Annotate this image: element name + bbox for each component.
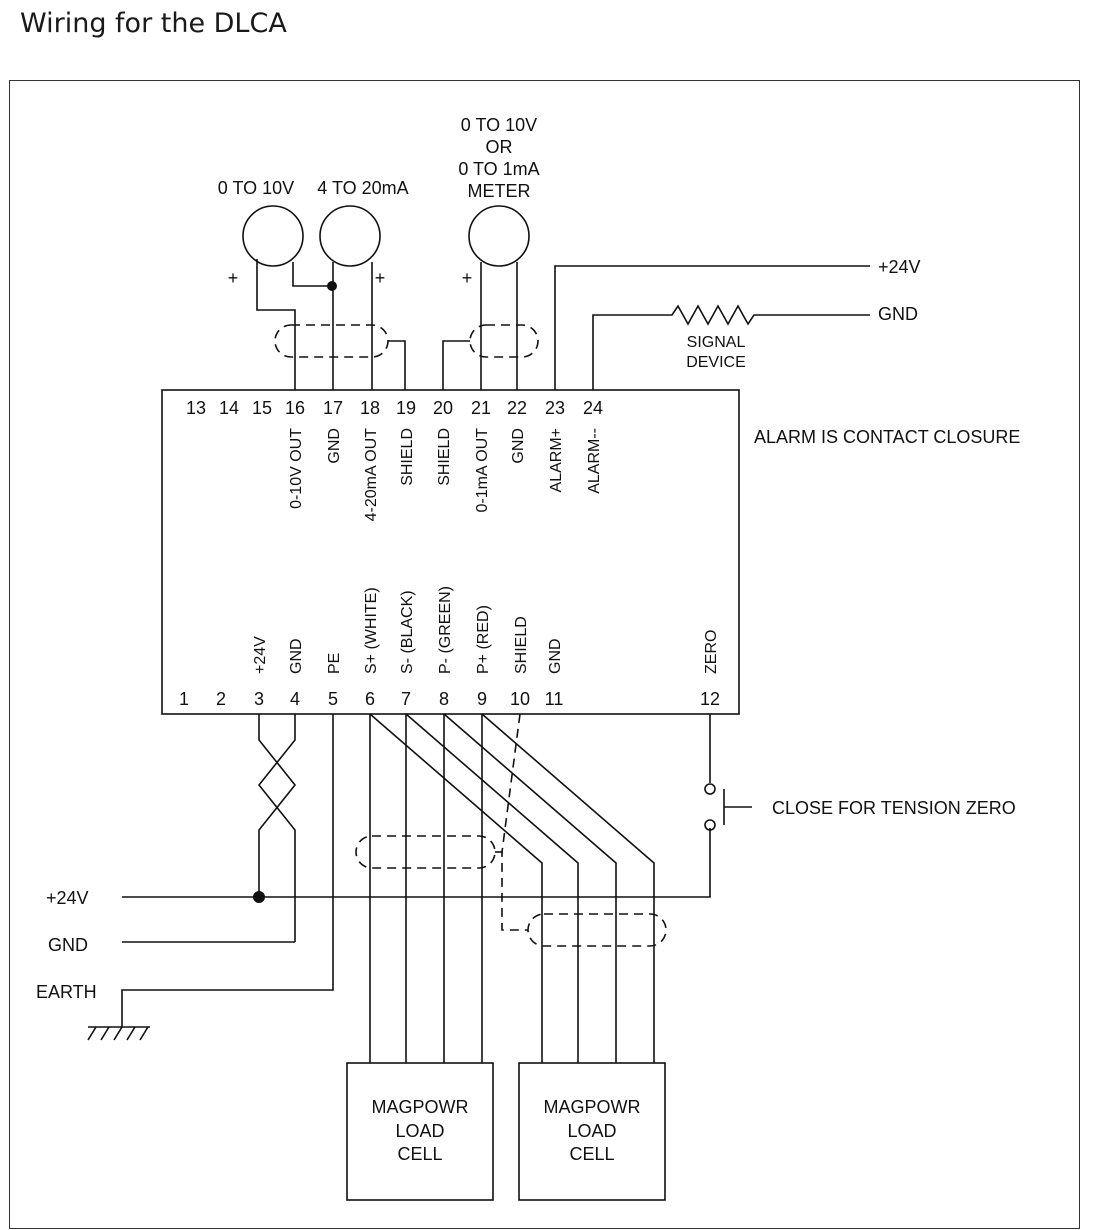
bottom-terminal-3-number: 3 bbox=[254, 689, 264, 709]
load-cell-2: MAGPOWR LOAD CELL bbox=[518, 1062, 666, 1201]
top-terminal-19-label: SHIELD bbox=[399, 428, 416, 486]
meter-4-20ma-plus: + bbox=[375, 268, 386, 288]
meter-output: 0 TO 10V OR 0 TO 1mA METER + bbox=[458, 115, 539, 288]
supply-24v-label: +24V bbox=[46, 888, 89, 908]
meter-output-plus: + bbox=[462, 268, 473, 288]
bottom-terminal-5-label: PE bbox=[326, 653, 343, 674]
top-terminal-22-label: GND bbox=[510, 428, 527, 464]
supply-earth-label: EARTH bbox=[36, 982, 97, 1002]
top-terminal-24-label: ALARM-- bbox=[586, 428, 603, 494]
bottom-terminal-9-number: 9 bbox=[477, 689, 487, 709]
diagram-frame bbox=[9, 80, 1080, 1229]
bottom-terminal-2-number: 2 bbox=[216, 689, 226, 709]
meter-0-10v-label: 0 TO 10V bbox=[218, 178, 294, 198]
top-terminal-22-number: 22 bbox=[507, 398, 527, 418]
bottom-terminal-12-number: 12 bbox=[700, 689, 720, 709]
top-terminal-20-label: SHIELD bbox=[436, 428, 453, 486]
top-terminal-18-label: 4-20mA OUT bbox=[363, 428, 380, 522]
load-cell-2-line-3: CELL bbox=[569, 1144, 614, 1164]
bottom-terminal-11-number: 11 bbox=[545, 689, 564, 709]
alarm-gnd-label: GND bbox=[878, 304, 918, 324]
top-terminal-23-label: ALARM+ bbox=[548, 428, 565, 492]
bottom-terminal-1-number: 1 bbox=[179, 689, 189, 709]
bottom-terminal-3-label: +24V bbox=[252, 636, 269, 674]
zero-switch-label: CLOSE FOR TENSION ZERO bbox=[772, 798, 1016, 818]
bottom-terminal-4-label: GND bbox=[288, 638, 305, 674]
bottom-terminal-6-number: 6 bbox=[365, 689, 375, 709]
top-terminal-19-number: 19 bbox=[396, 398, 416, 418]
meter-wiring bbox=[256, 259, 539, 390]
zero-switch[interactable]: CLOSE FOR TENSION ZERO bbox=[704, 714, 1016, 831]
top-terminal-20-number: 20 bbox=[433, 398, 453, 418]
load-cell-2-line-1: MAGPOWR bbox=[544, 1097, 641, 1117]
bottom-terminal-4-number: 4 bbox=[290, 689, 300, 709]
meter-4-20ma: 4 TO 20mA + bbox=[317, 178, 408, 288]
bottom-terminal-6-label: S+ (WHITE) bbox=[363, 587, 380, 674]
bottom-terminal-11-label: GND bbox=[547, 638, 564, 674]
terminal-block bbox=[161, 389, 740, 715]
supply-wiring: +24V GND EARTH bbox=[36, 714, 711, 1041]
top-terminal-15-number: 15 bbox=[252, 398, 272, 418]
top-terminal-21-number: 21 bbox=[471, 398, 491, 418]
alarm-note: ALARM IS CONTACT CLOSURE bbox=[754, 427, 1020, 447]
top-terminal-21-label: 0-1mA OUT bbox=[474, 428, 491, 513]
bottom-terminal-10-label: SHIELD bbox=[513, 616, 530, 674]
page-title: Wiring for the DLCA bbox=[20, 8, 287, 39]
bottom-terminal-12-label: ZERO bbox=[703, 630, 720, 674]
top-terminal-14-number: 14 bbox=[219, 398, 239, 418]
load-cell-1-line-3: CELL bbox=[397, 1144, 442, 1164]
meter-4-20ma-label: 4 TO 20mA bbox=[317, 178, 408, 198]
meter-output-line-2: OR bbox=[486, 137, 513, 157]
top-terminal-16-number: 16 bbox=[285, 398, 305, 418]
bottom-terminal-5-number: 5 bbox=[328, 689, 338, 709]
bottom-terminal-7-label: S- (BLACK) bbox=[399, 590, 416, 674]
top-terminal-13-number: 13 bbox=[186, 398, 206, 418]
load-cell-wiring bbox=[355, 713, 667, 1063]
meter-output-line-4: METER bbox=[468, 181, 531, 201]
top-terminal-17-number: 17 bbox=[323, 398, 343, 418]
bottom-terminal-8-number: 8 bbox=[439, 689, 449, 709]
bottom-terminal-9-label: P+ (RED) bbox=[475, 605, 492, 674]
top-terminal-18-number: 18 bbox=[360, 398, 380, 418]
top-terminal-23-number: 23 bbox=[545, 398, 565, 418]
meter-output-line-3: 0 TO 1mA bbox=[458, 159, 539, 179]
top-terminal-17-label: GND bbox=[326, 428, 343, 464]
supply-gnd-label: GND bbox=[48, 935, 88, 955]
alarm-supply-label: +24V bbox=[878, 257, 921, 277]
bottom-terminal-10-number: 10 bbox=[510, 689, 530, 709]
load-cell-1-line-2: LOAD bbox=[395, 1121, 444, 1141]
alarm-wiring: +24V GND SIGNAL DEVICE ALARM IS CONTACT … bbox=[554, 257, 1020, 447]
load-cell-1: MAGPOWR LOAD CELL bbox=[346, 1062, 494, 1201]
bottom-terminal-7-number: 7 bbox=[401, 689, 411, 709]
signal-device-line-2: DEVICE bbox=[686, 354, 746, 371]
meter-0-10v-plus: + bbox=[228, 268, 239, 288]
meter-0-10v: 0 TO 10V + bbox=[218, 178, 304, 288]
top-terminal-16-label: 0-10V OUT bbox=[288, 428, 305, 509]
meter-output-line-1: 0 TO 10V bbox=[461, 115, 537, 135]
load-cell-2-line-2: LOAD bbox=[567, 1121, 616, 1141]
top-terminal-24-number: 24 bbox=[583, 398, 603, 418]
signal-device-line-1: SIGNAL bbox=[687, 334, 746, 351]
load-cell-1-line-1: MAGPOWR bbox=[372, 1097, 469, 1117]
bottom-terminal-8-label: P- (GREEN) bbox=[437, 586, 454, 674]
